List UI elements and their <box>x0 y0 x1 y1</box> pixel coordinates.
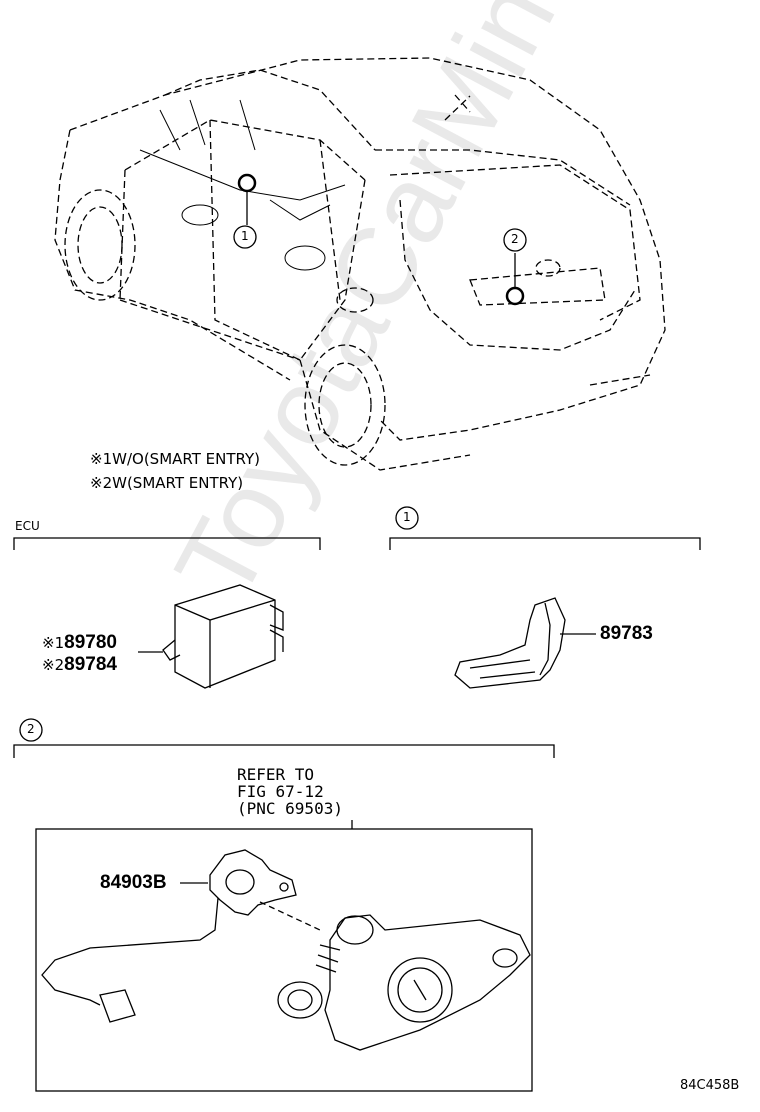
section2-callout <box>19 718 43 742</box>
section1-callout-label: 1 <box>403 510 411 524</box>
ecu-part-2[interactable]: ※289784 <box>42 654 117 676</box>
refer-line-3: (PNC 69503) <box>237 799 343 818</box>
ecu-drawing <box>138 584 284 689</box>
ecu-label: ECU <box>15 519 40 533</box>
part-84903B-label[interactable]: 84903B <box>100 872 167 893</box>
note-2: ※2W(SMART ENTRY) <box>90 474 243 492</box>
section1-bracket <box>389 537 701 550</box>
note-2-text: W(SMART ENTRY) <box>112 474 244 492</box>
location-marker-1 <box>237 173 257 193</box>
refer-line-2: FIG 67-12 <box>237 782 324 801</box>
section1-callout <box>395 506 419 530</box>
section2-callout-label: 2 <box>27 722 35 736</box>
part-89783-label[interactable]: 89783 <box>600 623 653 644</box>
refer-line-1: REFER TO <box>237 765 315 784</box>
callout-circle-2 <box>503 228 527 252</box>
callout-1-label: 1 <box>241 229 249 243</box>
refer-note[interactable]: REFER TO FIG 67-12 (PNC 69503) <box>237 766 343 817</box>
callout-circle-1 <box>233 225 257 249</box>
ecu-part-2-mark: ※2 <box>42 656 65 674</box>
vehicle-outline <box>54 57 666 471</box>
diagram-code: 84C458B <box>680 1078 740 1093</box>
lock-cylinder-drawing <box>277 914 531 1051</box>
part-84903B-drawing <box>41 849 321 1023</box>
note-1-mark: ※1 <box>90 450 113 468</box>
section2-bracket <box>13 744 555 758</box>
location-marker-2 <box>505 286 525 306</box>
callout-2-label: 2 <box>511 232 519 246</box>
note-1: ※1W/O(SMART ENTRY) <box>90 450 260 468</box>
ecu-part-2-number: 89784 <box>64 654 117 675</box>
note-2-mark: ※2 <box>90 474 113 492</box>
ecu-bracket <box>13 537 321 550</box>
section2-frame <box>35 828 533 1092</box>
part-89783-drawing <box>454 597 596 689</box>
ecu-part-1-mark: ※1 <box>42 634 65 652</box>
ecu-part-1-number: 89780 <box>64 632 117 653</box>
note-1-text: W/O(SMART ENTRY) <box>112 450 260 468</box>
ecu-part-1[interactable]: ※189780 <box>42 632 117 654</box>
interior-details <box>139 99 346 271</box>
